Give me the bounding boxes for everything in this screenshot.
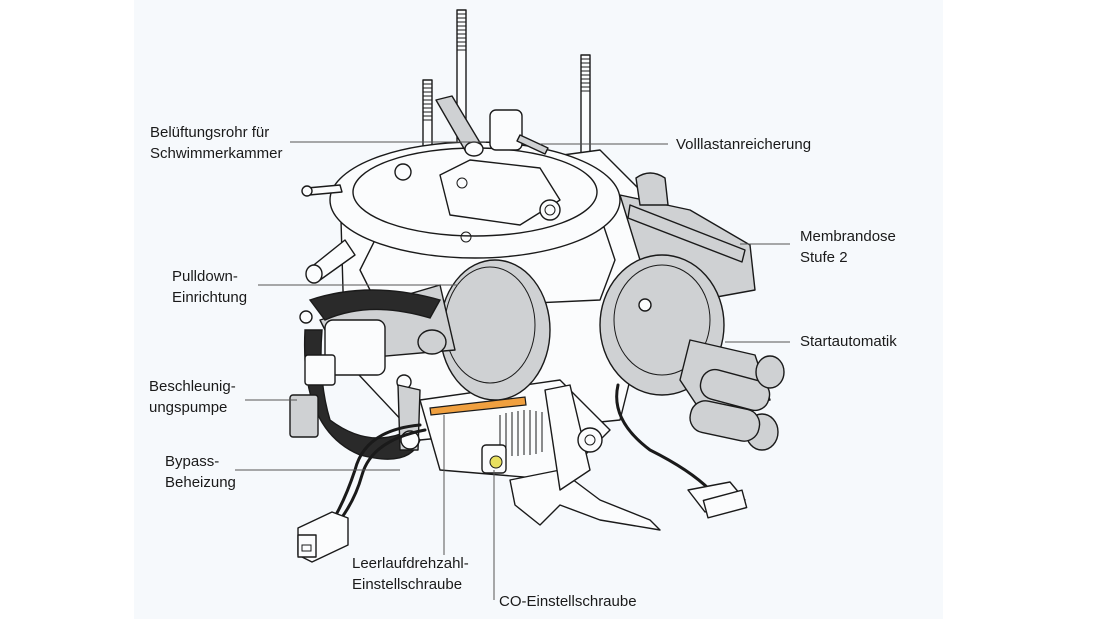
throttle-linkage	[499, 384, 661, 531]
label-beschleunigungspumpe-line1: Beschleunig-	[149, 378, 236, 395]
label-pulldown: Pulldown- Einrichtung	[172, 266, 247, 308]
label-bypass-line2: Beheizung	[165, 474, 236, 491]
label-pulldown-line2: Einrichtung	[172, 289, 248, 306]
label-startautomatik: Startautomatik	[800, 331, 897, 352]
label-startautomatik-line1: Startautomatik	[800, 333, 897, 350]
startautomatik-part	[599, 254, 785, 451]
label-co-einstellschraube: CO-Einstellschraube	[499, 591, 637, 612]
membrandose-part	[619, 172, 756, 301]
label-bypass-line1: Bypass-	[165, 453, 220, 470]
label-volllast-line1: Volllastanreicherung	[676, 136, 812, 153]
label-leerlauf-line1: Leerlaufdrehzahl-	[352, 555, 469, 572]
label-beschleunigungspumpe: Beschleunig- ungspumpe	[149, 376, 236, 418]
label-belueftungsrohr-line2: Schwimmerkammer	[150, 145, 283, 162]
label-pulldown-line1: Pulldown-	[172, 268, 238, 285]
leerlauf-screw	[429, 396, 527, 416]
label-volllastanreicherung: Volllastanreicherung	[676, 134, 811, 155]
label-leerlauf-line2: Einstellschraube	[352, 576, 463, 593]
beschleunigungspumpe-part	[289, 289, 442, 460]
connector-right	[687, 481, 748, 519]
label-membrandose: Membrandose Stufe 2	[800, 226, 896, 268]
label-leerlaufdrehzahl: Leerlaufdrehzahl- Einstellschraube	[352, 553, 469, 595]
label-belueftungsrohr: Belüftungsrohr für Schwimmerkammer	[150, 122, 283, 164]
label-beschleunigungspumpe-line2: ungspumpe	[149, 399, 228, 416]
label-belueftungsrohr-line1: Belüftungsrohr für	[150, 124, 270, 141]
label-membrandose-line2: Stufe 2	[800, 249, 848, 266]
return-spring	[499, 410, 543, 456]
co-screw	[481, 444, 507, 474]
label-membrandose-line1: Membrandose	[800, 228, 896, 245]
leader-lines	[235, 141, 790, 600]
label-co-line1: CO-Einstellschraube	[499, 593, 637, 610]
label-bypass: Bypass- Beheizung	[165, 451, 236, 493]
connector-left	[297, 511, 349, 563]
